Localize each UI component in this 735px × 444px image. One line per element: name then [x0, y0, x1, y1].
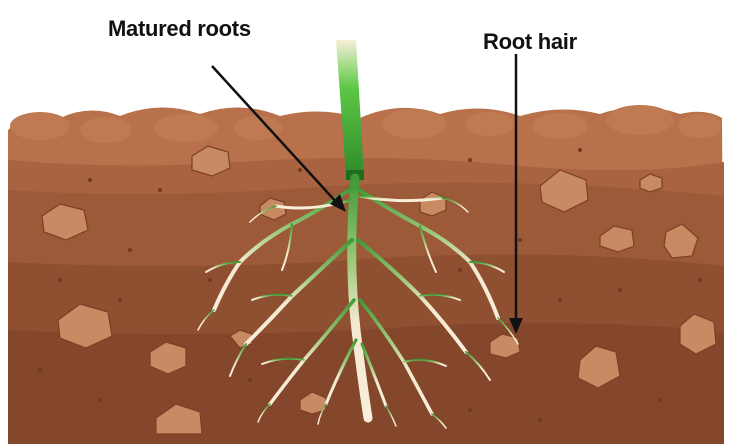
root-hair-label: Root hair [483, 29, 577, 54]
matured-roots-arrow [211, 65, 346, 212]
soil-specks [38, 148, 702, 422]
root-hair-arrow [509, 54, 523, 334]
root-system-icon [197, 173, 519, 429]
pebbles [41, 145, 717, 435]
plant-stem-icon [336, 40, 364, 176]
matured-roots-label: Matured roots [108, 16, 251, 41]
soil-clods [10, 105, 722, 143]
